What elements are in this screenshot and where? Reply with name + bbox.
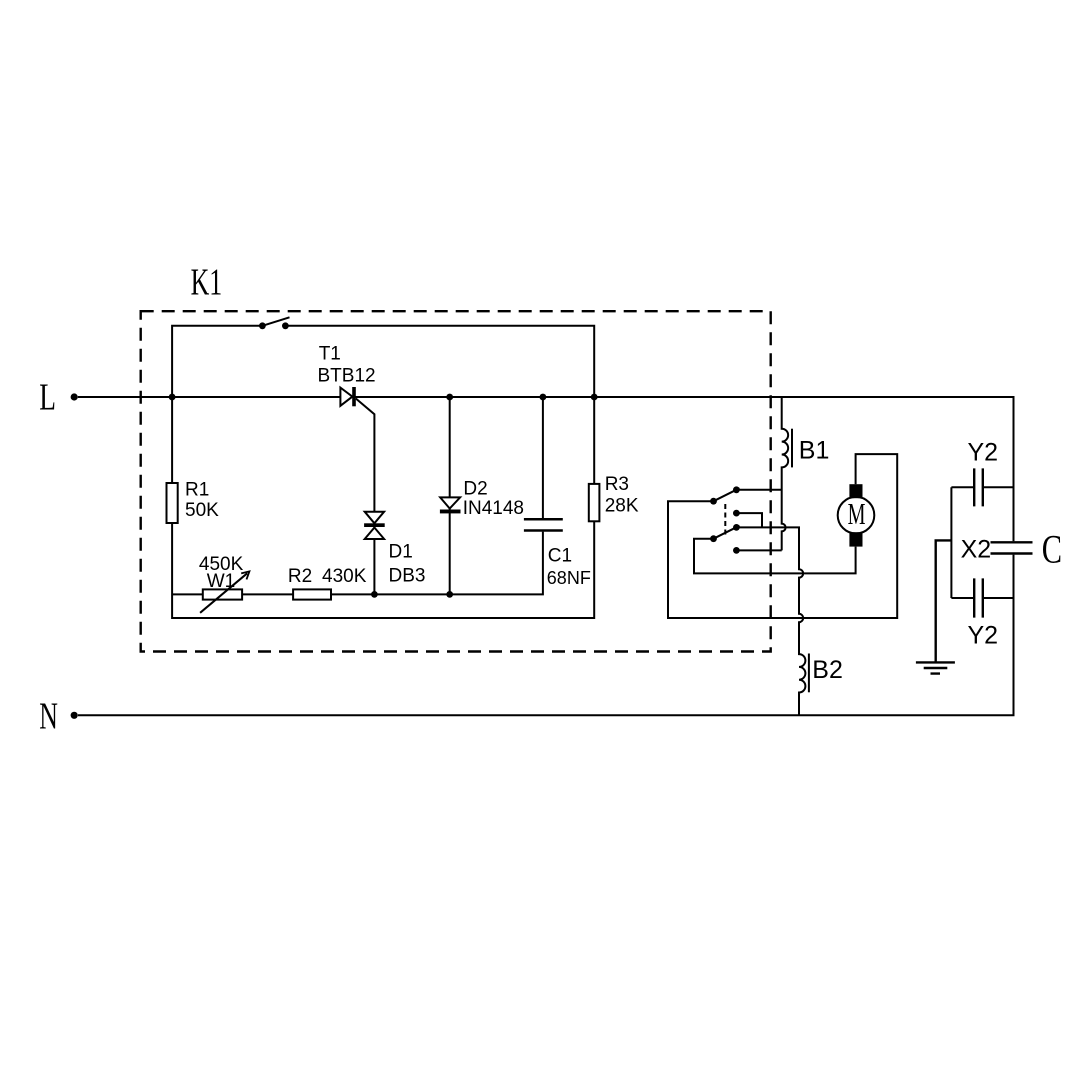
svg-text:50K: 50K — [185, 500, 219, 521]
svg-text:430K: 430K — [322, 566, 367, 587]
svg-text:X2: X2 — [961, 536, 992, 564]
svg-text:R2: R2 — [288, 566, 312, 587]
svg-text:C1: C1 — [548, 546, 572, 567]
svg-text:450K: 450K — [199, 554, 244, 575]
svg-text:68NF: 68NF — [547, 568, 591, 588]
svg-text:M: M — [848, 497, 866, 531]
svg-text:D1: D1 — [389, 541, 413, 562]
svg-text:D2: D2 — [463, 479, 487, 500]
svg-text:Y2: Y2 — [968, 622, 999, 650]
svg-text:IN4148: IN4148 — [463, 498, 524, 519]
svg-text:B2: B2 — [812, 656, 843, 684]
svg-text:R1: R1 — [185, 480, 209, 501]
svg-text:28K: 28K — [605, 496, 639, 517]
svg-text:DB3: DB3 — [389, 565, 426, 586]
svg-text:K1: K1 — [191, 262, 223, 304]
svg-text:R3: R3 — [605, 474, 629, 495]
svg-text:N: N — [39, 696, 58, 738]
svg-text:L: L — [39, 376, 56, 418]
svg-text:W1: W1 — [207, 571, 236, 592]
svg-text:Y2: Y2 — [968, 439, 999, 467]
svg-text:C: C — [1042, 527, 1062, 572]
svg-text:B1: B1 — [799, 436, 830, 464]
svg-text:T1: T1 — [319, 344, 341, 365]
svg-text:BTB12: BTB12 — [318, 366, 376, 387]
